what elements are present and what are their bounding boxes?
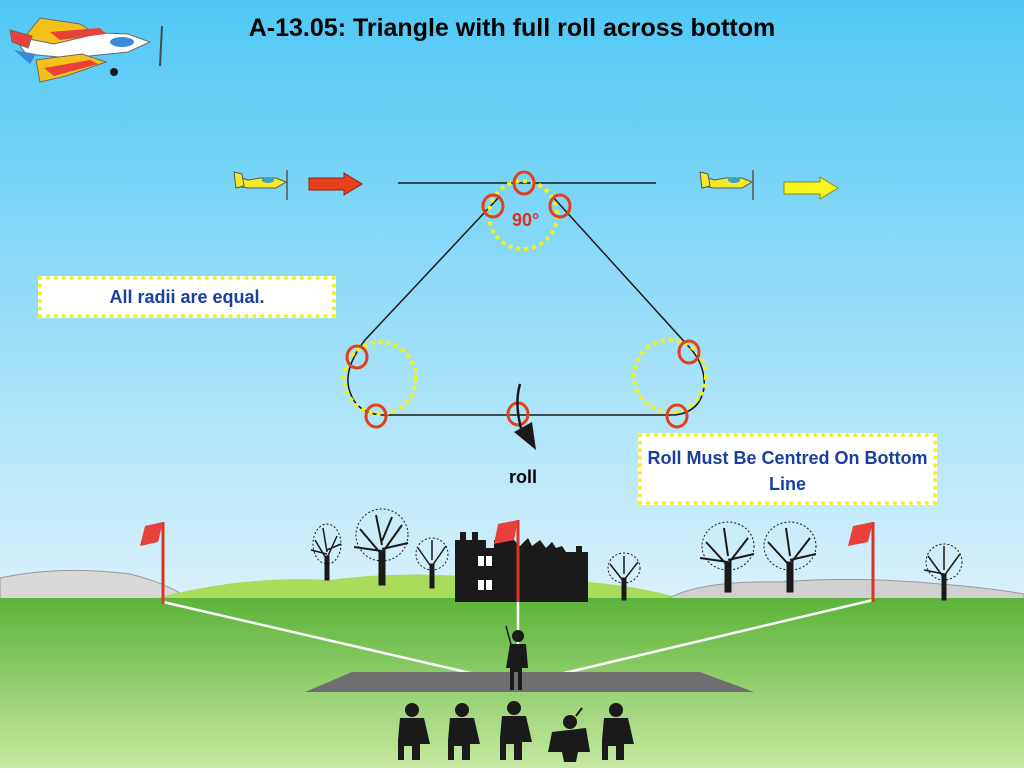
judges-silhouettes xyxy=(398,701,634,762)
grey-hill-right xyxy=(663,578,1024,601)
flag-left xyxy=(140,522,165,604)
radius-circle-bottom-right xyxy=(632,338,708,414)
tree xyxy=(310,523,342,581)
marker-top-right xyxy=(548,193,572,219)
figure-title: A-13.05: Triangle with full roll across … xyxy=(248,14,776,42)
judge xyxy=(602,703,634,760)
marker-right-lower xyxy=(665,403,689,429)
flag-right xyxy=(848,522,875,602)
roll-arrow xyxy=(514,383,536,450)
roll-label: roll xyxy=(509,467,538,487)
tree xyxy=(763,521,817,593)
judge xyxy=(448,703,480,760)
judge xyxy=(500,701,532,760)
grey-hill-left xyxy=(0,569,192,601)
marker-left-upper xyxy=(345,344,369,370)
exit-plane-icon xyxy=(699,170,754,200)
radius-circle-bottom-left xyxy=(342,340,418,416)
radii-note: All radii are equal. xyxy=(38,276,336,318)
marker-left-lower xyxy=(364,403,388,429)
judge xyxy=(398,703,430,760)
flag-centre xyxy=(494,520,520,602)
marker-top-left xyxy=(481,193,505,219)
exit-direction-arrow xyxy=(783,176,839,200)
runway xyxy=(305,672,754,692)
judge xyxy=(548,707,590,762)
angle-label: 90° xyxy=(512,210,540,230)
pilot-silhouette xyxy=(505,625,528,690)
tree xyxy=(607,552,641,601)
trees xyxy=(310,508,963,601)
entry-direction-arrow xyxy=(308,172,363,196)
logo-plane xyxy=(9,17,163,83)
tree xyxy=(415,537,449,589)
tree xyxy=(923,543,963,601)
roll-centred-note: Roll Must Be Centred On Bottom Line xyxy=(638,433,937,505)
entry-plane-icon xyxy=(233,170,288,200)
marker-right-upper xyxy=(677,339,701,365)
tree xyxy=(699,521,755,593)
marker-top xyxy=(512,170,536,196)
tree xyxy=(353,508,409,586)
center-marker-flags xyxy=(140,520,875,604)
castle-ruin xyxy=(455,528,588,602)
